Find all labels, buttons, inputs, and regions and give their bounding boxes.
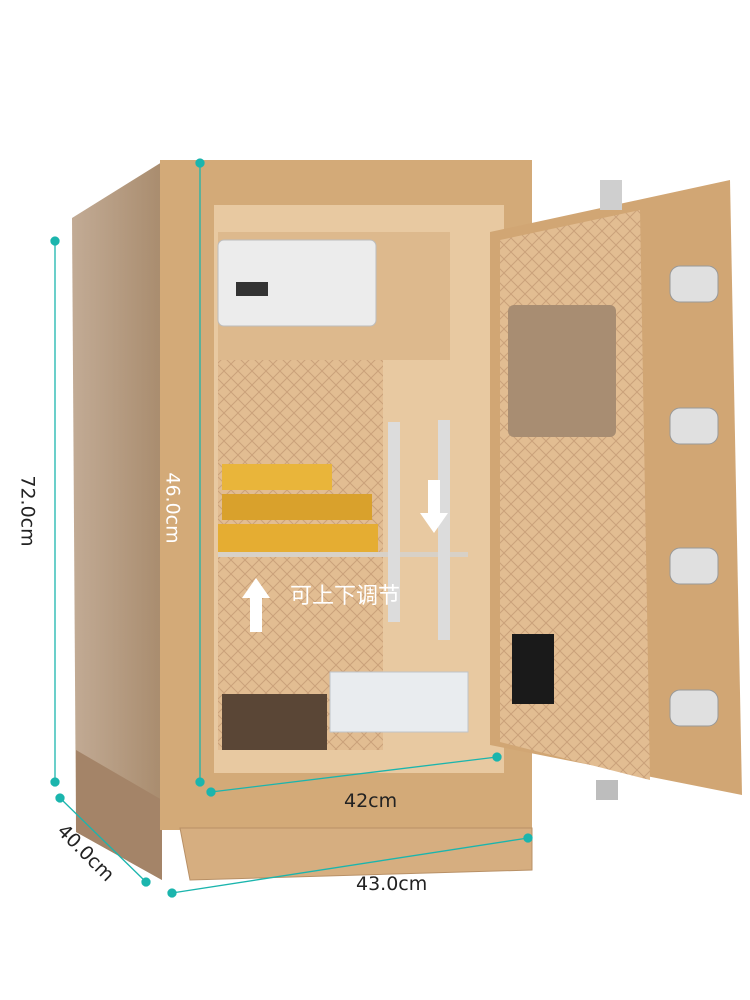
jewelry-box bbox=[222, 694, 327, 750]
width-inner-label: 42cm bbox=[344, 790, 398, 812]
cash-stack bbox=[329, 671, 469, 733]
door-bolts bbox=[669, 265, 719, 727]
arrow-up-icon bbox=[242, 578, 270, 632]
arrow-down-icon bbox=[420, 480, 448, 533]
door-pocket bbox=[508, 305, 616, 437]
adjustable-shelf bbox=[218, 552, 468, 557]
adjustable-shelf-annotation: 可上下调节 bbox=[290, 584, 401, 609]
hinge-bottom bbox=[596, 780, 618, 800]
safe-base bbox=[179, 827, 533, 881]
height-inner-label: 46.0cm bbox=[161, 472, 184, 544]
safe-side bbox=[72, 162, 162, 880]
gold-bars bbox=[218, 464, 378, 552]
keypad bbox=[512, 634, 554, 704]
height-total-label: 72.0cm bbox=[16, 475, 39, 547]
hinge-top bbox=[600, 180, 622, 210]
width-total-label: 43.0cm bbox=[356, 873, 428, 895]
dimension-lines bbox=[50, 158, 533, 898]
inner-lockbox bbox=[217, 239, 377, 327]
